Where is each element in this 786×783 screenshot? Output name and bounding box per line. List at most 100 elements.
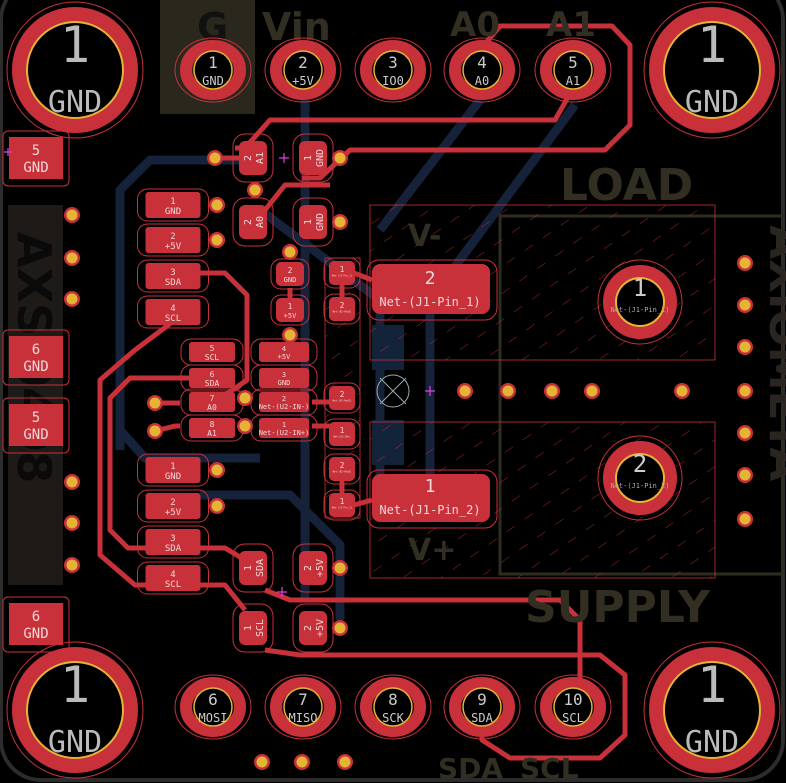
pad-number: 6 xyxy=(32,609,40,625)
terminal-pin-num: 2 xyxy=(633,450,647,478)
pad-net: Net-(R1-Pad2) xyxy=(333,310,352,313)
ic-pad[interactable]: 4+5V xyxy=(250,338,318,366)
pad-number: 1 xyxy=(288,302,293,311)
pad-net: A1 xyxy=(255,152,266,164)
pad-number: 2 xyxy=(170,232,175,242)
ic-pad[interactable]: 7A0 xyxy=(180,388,244,416)
via xyxy=(209,462,225,478)
cap-pad[interactable]: 1+5V xyxy=(270,294,310,326)
pad-net: SDA xyxy=(165,278,182,288)
terminal-pin-2: 2 Net-(J1-Pin_2) xyxy=(597,435,683,521)
pin-net: A0 xyxy=(475,74,489,88)
silk-brand: AXIOMETA xyxy=(759,225,786,481)
header-pin[interactable]: 2+5V xyxy=(264,37,342,103)
mount-hole-num: 1 xyxy=(60,656,90,714)
header-pin[interactable]: 4A0 xyxy=(443,37,521,103)
silk-shunt-minus: V- xyxy=(408,219,442,254)
pad-number: 2 xyxy=(340,390,345,399)
mount-hole-net: GND xyxy=(48,85,102,120)
pad-number: 8 xyxy=(210,420,215,429)
pad-net: A0 xyxy=(255,216,266,228)
pad-number: 1 xyxy=(243,565,254,571)
pad-net: GND xyxy=(165,207,181,217)
pin-net: MISO xyxy=(289,711,318,725)
shunt-pad-net: Net-(J1-Pin_2) xyxy=(379,503,480,517)
via xyxy=(337,754,353,770)
pad-number: 2 xyxy=(282,395,286,403)
pin-net: SCK xyxy=(382,711,404,725)
pad-net: Net-(R2-Pad2) xyxy=(333,470,352,473)
pin-number: 7 xyxy=(298,690,308,709)
pad-net: SDA xyxy=(255,559,266,577)
pad-net: A0 xyxy=(207,403,217,412)
via xyxy=(332,560,348,576)
connector-pad[interactable]: 2+5V xyxy=(137,223,209,257)
header-pin[interactable]: 5A1 xyxy=(534,37,612,103)
pad-number: 2 xyxy=(303,565,314,571)
via xyxy=(64,557,80,573)
via xyxy=(737,467,753,483)
via xyxy=(500,383,516,399)
via xyxy=(147,395,163,411)
pin-net: SDA xyxy=(471,711,493,725)
connector-pad[interactable]: 2+5V xyxy=(137,489,209,523)
pad-number: 1 xyxy=(170,197,175,207)
pad-number: 1 xyxy=(243,625,254,631)
pad-number: 6 xyxy=(32,342,40,358)
via xyxy=(282,327,298,343)
pad-net: +5V xyxy=(165,508,182,518)
silk-sda: SDA xyxy=(438,752,503,783)
via xyxy=(737,339,753,355)
pad-net: Net-(J1-Pin_1) xyxy=(332,274,352,277)
fiducial-icon xyxy=(376,374,410,408)
pin-net: MOSI xyxy=(199,711,228,725)
shunt-pad-num: 1 xyxy=(425,476,436,497)
via xyxy=(237,390,253,406)
ic-pad[interactable]: 8A1 xyxy=(180,414,244,442)
pin-number: 10 xyxy=(563,690,582,709)
via xyxy=(332,214,348,230)
jumper-pad[interactable]: 2+5V xyxy=(292,603,334,653)
via xyxy=(294,754,310,770)
shunt-pad-num: 2 xyxy=(425,268,436,289)
via xyxy=(254,754,270,770)
mount-hole-bottom-left: 1 GND xyxy=(6,641,144,779)
pin-number: 6 xyxy=(208,690,218,709)
pad-net: Net-(U2-IN-) xyxy=(259,403,310,411)
pad-number: 2 xyxy=(288,266,293,275)
